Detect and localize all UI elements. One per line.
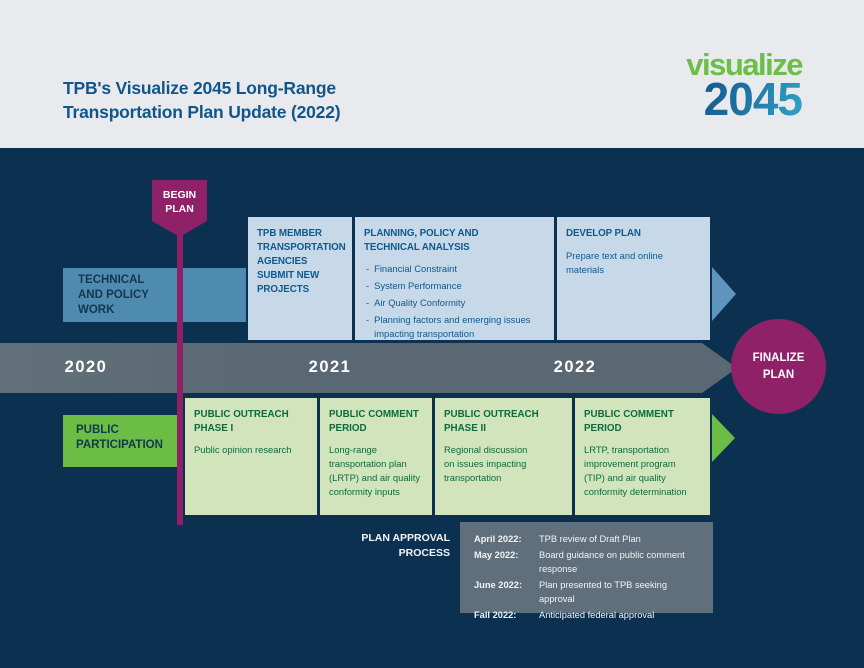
box-title: PUBLIC COMMENT PERIOD (584, 409, 674, 434)
logo-year: 2045 (660, 76, 803, 123)
technical-policy-track-label: TECHNICAL AND POLICY WORK (63, 268, 246, 322)
approval-date: April 2022: (474, 534, 522, 544)
public-track-arrow-right-icon (712, 414, 735, 462)
bullet-item: Air Quality Conformity (364, 296, 545, 310)
plan-approval-process-label: PLAN APPROVAL PROCESS (361, 532, 450, 559)
analysis-bullet-list: Financial Constraint System Performance … (364, 262, 545, 342)
box-body: Public opinion research (194, 443, 292, 455)
approval-text: Plan presented to TPB seeking approval (539, 579, 668, 604)
box-body: LRTP, transportation improvement program… (584, 443, 687, 498)
plan-approval-schedule: April 2022: TPB review of Draft Plan May… (460, 522, 713, 620)
visualize-2045-logo: visualize 2045 (660, 47, 803, 123)
approval-date: Fall 2022: (474, 609, 517, 620)
box-body: Long-range transportation plan (LRTP) an… (329, 443, 421, 498)
approval-date: June 2022: (474, 579, 523, 590)
box-title: DEVELOP PLAN (566, 228, 641, 239)
approval-text: TPB review of Draft Plan (539, 534, 641, 544)
approval-date: May 2022: (474, 549, 519, 560)
box-public-outreach-phase2: PUBLIC OUTREACH PHASE II Regional discus… (435, 398, 572, 515)
box-public-comment-period2: PUBLIC COMMENT PERIOD LRTP, transportati… (575, 398, 710, 515)
box-title: PUBLIC COMMENT PERIOD (329, 409, 419, 434)
approval-row: Fall 2022: Anticipated federal approval (474, 609, 703, 623)
box-tpb-member-agencies: TPB MEMBER TRANSPORTATION AGENCIES SUBMI… (248, 217, 352, 340)
bullet-item: System Performance (364, 279, 545, 293)
finalize-plan-marker: FINALIZE PLAN (731, 319, 826, 414)
approval-row: May 2022: Board guidance on public comme… (474, 549, 703, 577)
box-title: PUBLIC OUTREACH PHASE II (444, 409, 539, 434)
bullet-item: Planning factors and emerging issues imp… (364, 313, 545, 341)
timeline-bar (0, 343, 702, 393)
approval-row: June 2022: Plan presented to TPB seeking… (474, 579, 703, 607)
box-body: Regional discussion on issues impacting … (444, 443, 528, 484)
public-participation-track-label: PUBLIC PARTICIPATION (63, 415, 178, 467)
box-develop-plan: DEVELOP PLAN Prepare text and online mat… (557, 217, 710, 340)
box-public-comment-period1: PUBLIC COMMENT PERIOD Long-range transpo… (320, 398, 432, 515)
approval-text: Board guidance on public comment respons… (539, 549, 685, 574)
bullet-item: Financial Constraint (364, 262, 545, 276)
box-planning-policy-analysis: PLANNING, POLICY AND TECHNICAL ANALYSIS … (355, 217, 554, 340)
box-title: PLANNING, POLICY AND TECHNICAL ANALYSIS (364, 228, 479, 253)
page-title: TPB's Visualize 2045 Long-Range Transpor… (63, 78, 341, 123)
logo-wordmark: visualize (686, 47, 803, 82)
begin-plan-line (177, 230, 183, 525)
technical-track-arrow-right-icon (712, 267, 736, 321)
box-title: PUBLIC OUTREACH PHASE I (194, 409, 289, 434)
timeline-year-2022: 2022 (553, 358, 597, 376)
approval-row: April 2022: TPB review of Draft Plan (474, 533, 703, 547)
box-public-outreach-phase1: PUBLIC OUTREACH PHASE I Public opinion r… (185, 398, 317, 515)
box-title: TPB MEMBER TRANSPORTATION AGENCIES SUBMI… (257, 228, 346, 295)
approval-text: Anticipated federal approval (539, 609, 655, 620)
timeline-year-2020: 2020 (64, 358, 108, 376)
timeline-year-2021: 2021 (308, 358, 352, 376)
box-body: Prepare text and online materials (566, 249, 663, 276)
